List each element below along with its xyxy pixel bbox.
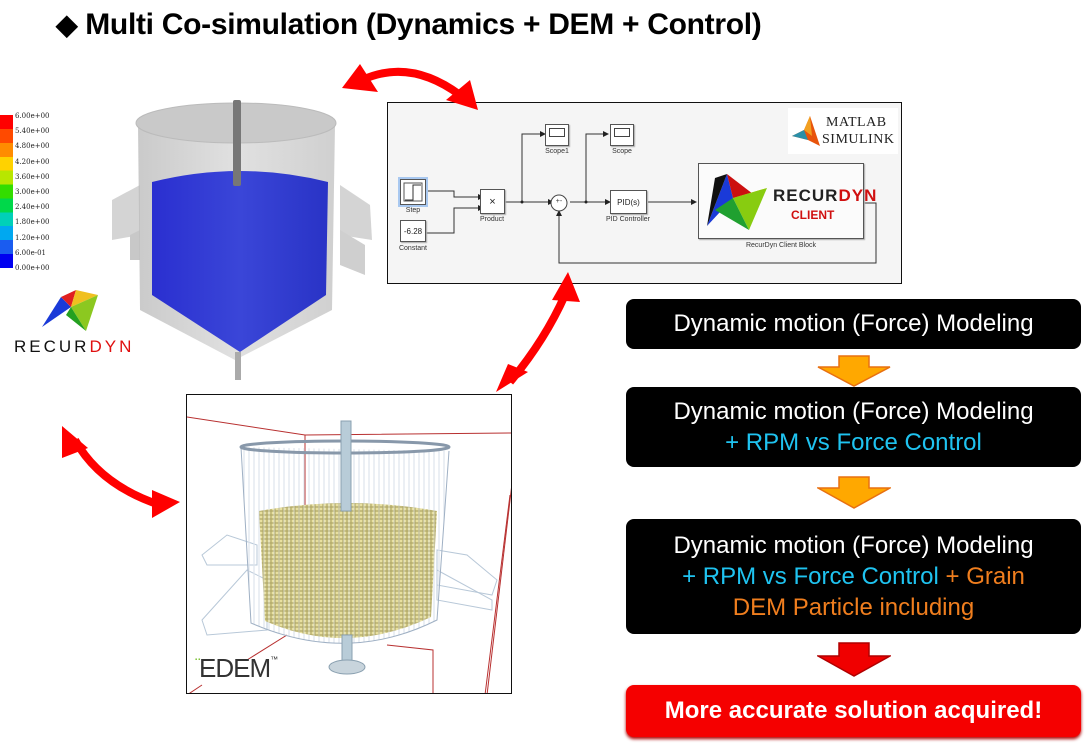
step3-line1: Dynamic motion (Force) Modeling: [673, 532, 1034, 559]
legend-label: 2.40e+00: [15, 203, 50, 212]
pid-label: PID Controller: [606, 216, 650, 223]
client-subtitle: CLIENT: [791, 208, 835, 222]
simulink-text: SIMULINK: [822, 132, 895, 147]
legend-label: 6.00e+00: [15, 112, 50, 120]
edem-tank-render: [187, 416, 511, 693]
legend-label: 3.60e+00: [15, 172, 50, 181]
result-text: More accurate solution acquired!: [664, 697, 1043, 724]
right-chute: [340, 185, 372, 240]
sum-symbol: +-: [555, 198, 563, 205]
title-text: Multi Co-simulation (Dynamics + DEM + Co…: [85, 8, 762, 41]
legend-label: 4.20e+00: [15, 157, 50, 166]
arrow-recurdyn-simulink: [360, 67, 463, 99]
scope-label: Scope: [612, 148, 632, 155]
recurdyn-star-icon: [42, 290, 98, 331]
shaft: [233, 100, 241, 186]
step-icon: [403, 182, 423, 202]
down-arrow-icon: [817, 476, 891, 509]
recurdyn-logo: RECURDYN: [10, 285, 131, 360]
down-arrow-icon: [817, 355, 891, 387]
legend-label: 4.80e+00: [15, 142, 50, 151]
step-block[interactable]: [398, 177, 428, 207]
legend-label: 0.00e+00: [15, 264, 50, 272]
scope-block[interactable]: [610, 124, 634, 146]
edem-logo-text: EDEM: [199, 653, 271, 683]
flow-step-3: Dynamic motion (Force) Modeling + RPM vs…: [626, 519, 1081, 634]
edem-render: ▪▪EDEM™: [186, 394, 512, 694]
step1-line1: Dynamic motion (Force) Modeling: [673, 310, 1034, 337]
step3-line3: DEM Particle including: [732, 594, 975, 621]
left-chute: [112, 185, 140, 240]
sum-block[interactable]: [550, 194, 568, 212]
result-banner: More accurate solution acquired!: [626, 685, 1081, 737]
step3-line2-cyan: + RPM vs Force Control: [682, 563, 939, 590]
pid-value: PID(s): [617, 197, 640, 207]
constant-label: Constant: [398, 245, 428, 252]
legend-label: 1.20e+00: [15, 233, 50, 242]
recurdyn-tank-render: [112, 100, 372, 380]
matlab-text: MATLAB: [826, 115, 887, 130]
arrow-edem-recurdyn: [71, 438, 162, 509]
scope-icon: [549, 127, 565, 137]
step2-line1: Dynamic motion (Force) Modeling: [673, 398, 1034, 425]
slide-title: ◆Multi Co-simulation (Dynamics + DEM + C…: [56, 8, 762, 42]
constant-block[interactable]: -6.28: [400, 220, 426, 242]
scope-icon: [614, 127, 630, 137]
pid-block[interactable]: PID(s): [610, 190, 647, 214]
step-label: Step: [405, 207, 421, 214]
step3-line2-orange: + Grain: [938, 563, 1025, 590]
product-block[interactable]: ×: [480, 189, 505, 214]
diamond-bullet-icon: ◆: [56, 9, 78, 40]
legend-label: 5.40e+00: [15, 127, 50, 136]
recurdyn-client-block[interactable]: RECURDYN CLIENT: [698, 163, 876, 239]
scope1-label: Scope1: [545, 148, 569, 155]
legend-color-bar: [0, 115, 13, 268]
product-symbol: ×: [489, 195, 496, 208]
flow-step-2: Dynamic motion (Force) Modeling + RPM vs…: [626, 387, 1081, 467]
constant-value: -6.28: [403, 226, 423, 236]
shaft: [340, 420, 352, 512]
scope1-block[interactable]: [545, 124, 569, 146]
client-title-dyn: DYN: [838, 186, 878, 205]
contour-legend: 6.00e+00 5.40e+00 4.80e+00 4.20e+00 3.60e+00…: [0, 112, 60, 272]
edem-trademark: ™: [270, 655, 279, 664]
down-arrow-icon: [817, 642, 891, 677]
logo-text-dyn: DYN: [89, 337, 135, 356]
edem-dots-icon: ▪▪: [195, 657, 202, 663]
matlab-membrane-icon: [792, 116, 820, 146]
flow-step-1: Dynamic motion (Force) Modeling: [626, 299, 1081, 349]
product-label: Product: [479, 216, 505, 223]
particle-fill: [152, 171, 328, 352]
matlab-simulink-logo: MATLAB SIMULINK: [788, 108, 898, 154]
legend-label: 6.00e-01: [15, 248, 47, 257]
logo-text-recur: RECUR: [14, 337, 90, 356]
legend-label: 1.80e+00: [15, 218, 50, 227]
recurdyn-star-icon: [707, 174, 767, 230]
recurdyn-client-label: RecurDyn Client Block: [745, 242, 817, 249]
client-title-recur: RECUR: [773, 186, 839, 205]
legend-label: 3.00e+00: [15, 188, 50, 196]
edem-logo: ▪▪EDEM™: [195, 653, 279, 684]
step2-line2: + RPM vs Force Control: [725, 429, 982, 456]
